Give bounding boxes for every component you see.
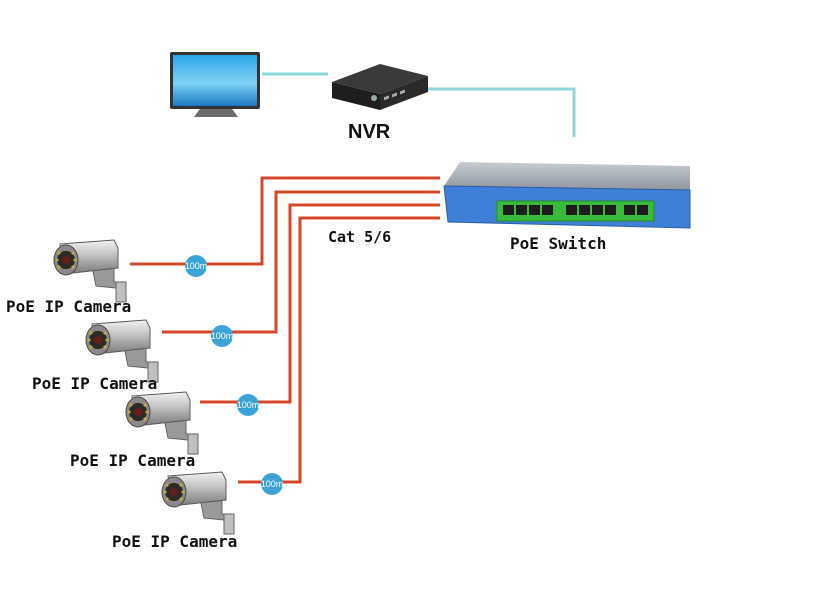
poe-cable-4 xyxy=(238,216,440,484)
camera-label: PoE IP Camera xyxy=(112,532,238,551)
svg-text:100m: 100m xyxy=(185,261,208,271)
distance-badge: 100m xyxy=(237,394,260,416)
camera-icon xyxy=(125,391,199,455)
svg-text:100m: 100m xyxy=(261,479,284,489)
camera-label: PoE IP Camera xyxy=(70,451,196,470)
distance-badge: 100m xyxy=(185,255,208,277)
nvr-icon xyxy=(332,64,428,110)
camera-icon xyxy=(85,319,159,383)
camera-label: PoE IP Camera xyxy=(32,374,158,393)
distance-badge: 100m xyxy=(261,473,284,495)
camera-icon xyxy=(53,239,127,303)
poe-switch-icon xyxy=(443,162,691,229)
distance-badge: 100m xyxy=(211,325,234,347)
switch-label: PoE Switch xyxy=(510,234,607,253)
monitor-icon xyxy=(170,52,260,117)
nvr-switch-cable xyxy=(428,87,576,137)
poe-cable-3 xyxy=(200,203,440,404)
camera-icon xyxy=(161,471,235,535)
camera-label: PoE IP Camera xyxy=(6,297,132,316)
cable-label: Cat 5/6 xyxy=(328,228,392,246)
nvr-label: NVR xyxy=(348,121,391,143)
svg-text:100m: 100m xyxy=(211,331,234,341)
svg-text:100m: 100m xyxy=(237,400,260,410)
